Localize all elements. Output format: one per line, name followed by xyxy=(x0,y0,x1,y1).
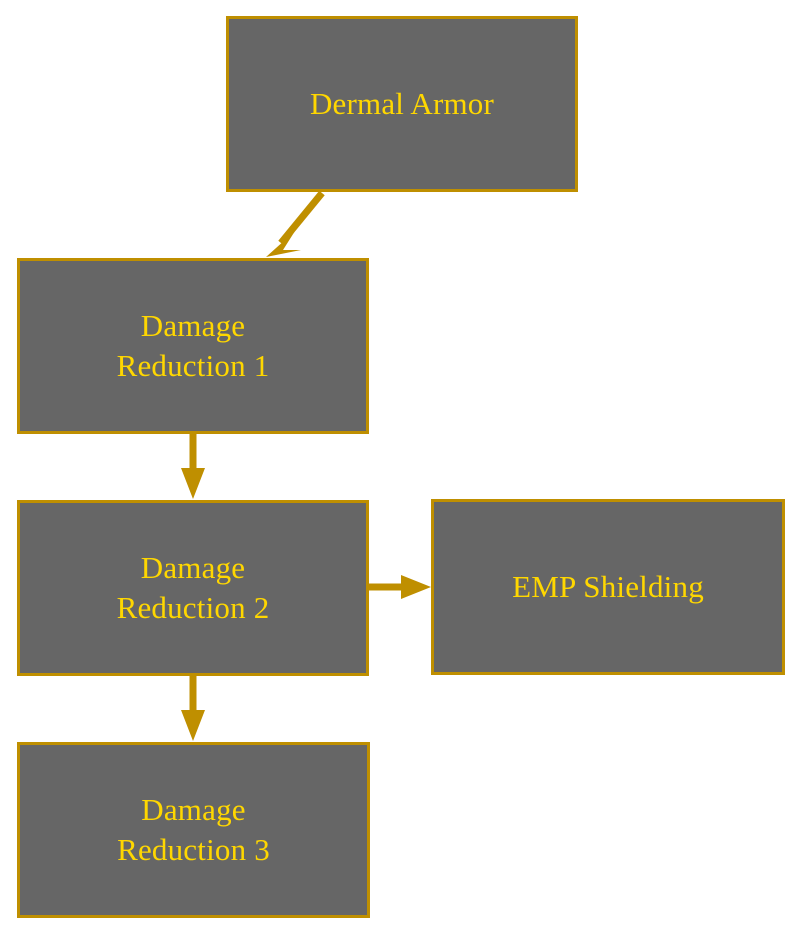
edge-dermal-armor-to-damage-reduction-1 xyxy=(266,190,325,257)
node-label: EMP Shielding xyxy=(512,569,704,605)
edge-damage-reduction-1-to-damage-reduction-2 xyxy=(181,434,205,499)
arrowhead-icon xyxy=(181,710,205,741)
node-emp-shielding[interactable]: EMP Shielding xyxy=(431,499,785,675)
node-label: Damage Reduction 1 xyxy=(116,308,270,383)
node-label: Dermal Armor xyxy=(309,86,495,122)
node-damage-reduction-3[interactable]: Damage Reduction 3 xyxy=(17,742,370,918)
node-label: Damage Reduction 3 xyxy=(117,792,270,867)
node-label: Damage Reduction 2 xyxy=(116,550,270,625)
node-damage-reduction-1[interactable]: Damage Reduction 1 xyxy=(17,258,369,434)
arrowhead-icon xyxy=(401,575,431,599)
arrowhead-icon xyxy=(266,231,301,257)
edge-line xyxy=(278,190,325,246)
edge-damage-reduction-2-to-damage-reduction-3 xyxy=(181,676,205,741)
edge-damage-reduction-2-to-emp-shielding xyxy=(369,575,431,599)
arrowhead-icon xyxy=(181,468,205,499)
node-dermal-armor[interactable]: Dermal Armor xyxy=(226,16,578,192)
node-damage-reduction-2[interactable]: Damage Reduction 2 xyxy=(17,500,369,676)
